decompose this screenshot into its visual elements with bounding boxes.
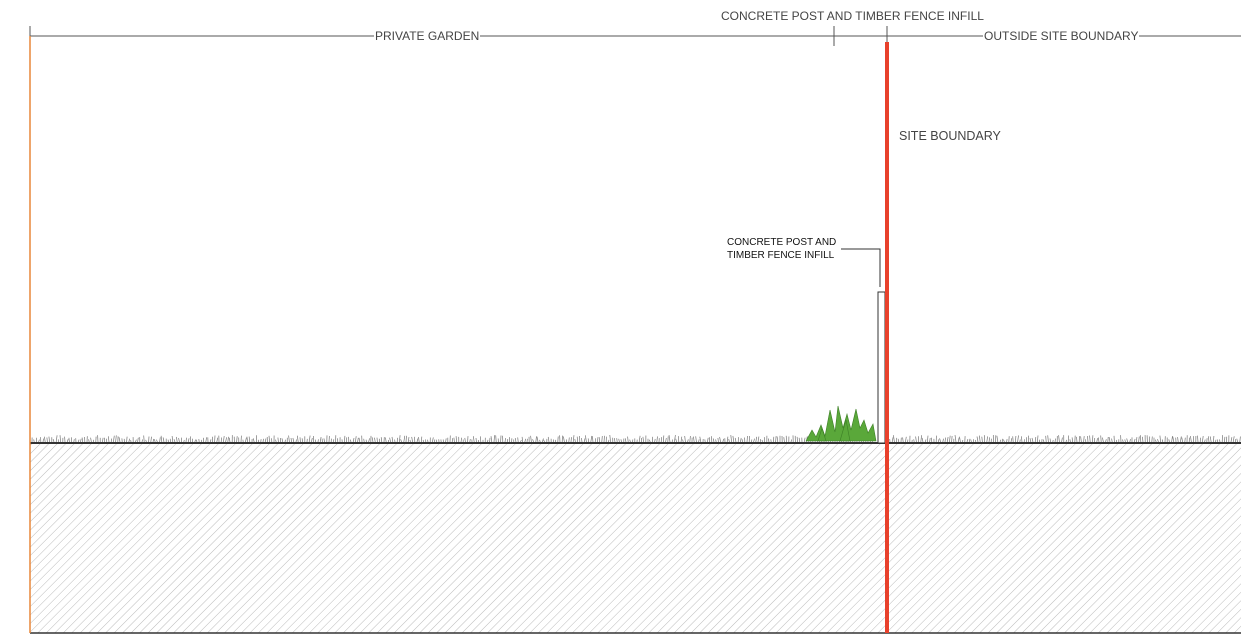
site-boundary-label: SITE BOUNDARY	[899, 129, 1001, 143]
private-garden-label: PRIVATE GARDEN	[374, 29, 481, 43]
vegetation-shrub	[805, 405, 877, 442]
fence-zone-label: CONCRETE POST AND TIMBER FENCE INFILL	[720, 9, 985, 23]
fence-note-line1: CONCRETE POST AND	[727, 237, 837, 248]
fence-note-leader	[841, 248, 881, 287]
fence-note-line2: TIMBER FENCE INFILL	[727, 250, 835, 261]
grass-strip	[31, 434, 1241, 443]
ground-hatch	[30, 443, 1241, 633]
fence-post	[877, 291, 886, 444]
outside-site-boundary-label: OUTSIDE SITE BOUNDARY	[983, 29, 1140, 43]
fence-note: CONCRETE POST AND TIMBER FENCE INFILL	[727, 236, 857, 262]
